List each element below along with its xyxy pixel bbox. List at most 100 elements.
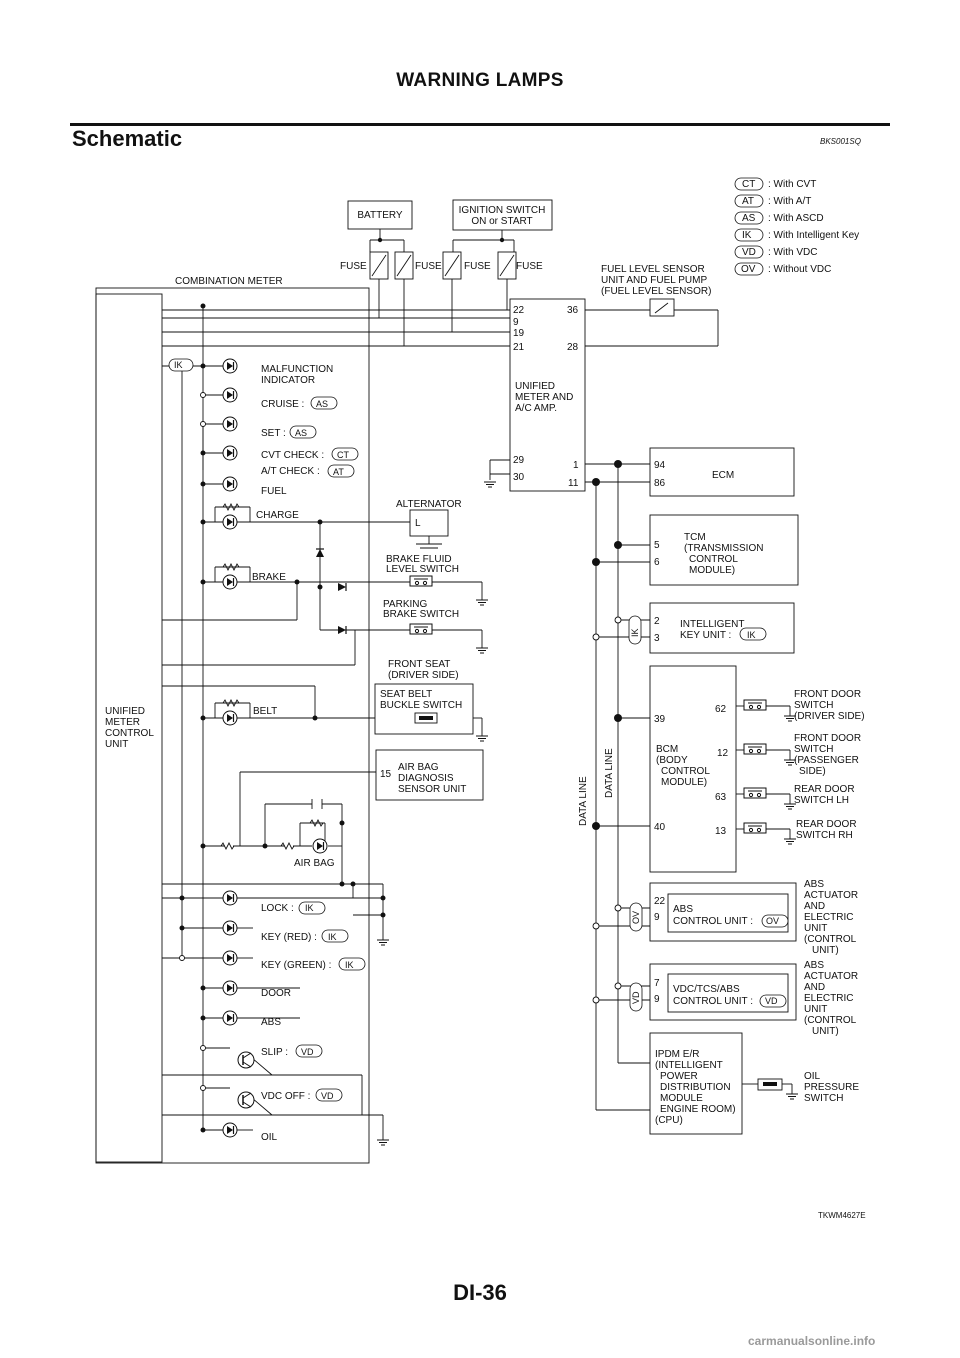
airbag-unit-label: DIAGNOSIS xyxy=(398,773,454,784)
fuel-sensor-label: UNIT AND FUEL PUMP xyxy=(601,275,707,286)
control-unit-label: UNIFIED xyxy=(105,706,145,717)
legend-code: CT xyxy=(742,179,755,190)
pin-label: 86 xyxy=(654,478,666,489)
ecm-label: ECM xyxy=(712,470,734,481)
header-rule xyxy=(70,123,890,126)
watermark: carmanualsonline.info xyxy=(748,1334,876,1348)
lamp-label: BELT xyxy=(253,706,277,717)
vdc-unit-label: VDC/TCS/ABS xyxy=(673,984,740,995)
figure-id: TKWM4627E xyxy=(818,1211,866,1220)
lamp-label: CRUISE : xyxy=(261,399,304,410)
pin-label: 12 xyxy=(717,748,729,759)
oil-switch-label: OIL xyxy=(804,1071,821,1082)
abs-actuator-label: UNIT) xyxy=(812,945,839,956)
data-line-label: DATA LINE xyxy=(604,748,615,798)
pin-label: 7 xyxy=(654,978,660,989)
bcm-label: BCM xyxy=(656,744,678,755)
tag-vd: VD xyxy=(765,996,778,1006)
lamp-label: BRAKE xyxy=(252,572,286,583)
oil-switch-label: PRESSURE xyxy=(804,1082,859,1093)
lamp-label: A/T CHECK : xyxy=(261,466,320,477)
pin-label: 40 xyxy=(654,822,666,833)
pin-label: 13 xyxy=(715,826,727,837)
tcm-label: MODULE) xyxy=(689,565,735,576)
tag-ov: OV xyxy=(766,916,779,926)
alternator-terminal: L xyxy=(415,518,421,529)
abs-actuator-label: UNIT xyxy=(804,1004,827,1015)
legend-text: : With VDC xyxy=(768,247,817,258)
abs-actuator-label: (CONTROL xyxy=(804,1015,857,1026)
lamp-label: KEY (GREEN) : xyxy=(261,960,331,971)
pin-label: 22 xyxy=(513,305,525,316)
tag-ov: OV xyxy=(631,911,641,924)
oil-switch-label: SWITCH xyxy=(804,1093,843,1104)
control-unit-label: CONTROL xyxy=(105,728,154,739)
parking-brake-label: PARKING xyxy=(383,599,427,610)
pin-label: 19 xyxy=(513,328,525,339)
fuse-label: FUSE xyxy=(464,261,491,272)
tag-vd: VD xyxy=(301,1047,314,1057)
legend-code: AS xyxy=(742,213,756,224)
pin-label: 63 xyxy=(715,792,727,803)
pin-label: 9 xyxy=(654,994,660,1005)
bcm-label: CONTROL xyxy=(661,766,710,777)
door-switch-label: REAR DOOR xyxy=(796,819,857,830)
pin-label: 29 xyxy=(513,455,525,466)
pin-label: 28 xyxy=(567,342,579,353)
section-code: BKS001SQ xyxy=(820,137,861,146)
brake-fluid-label: LEVEL SWITCH xyxy=(386,564,459,575)
bcm-label: (BODY xyxy=(656,755,688,766)
legend-code: AT xyxy=(742,196,754,207)
legend-code: OV xyxy=(741,264,756,275)
lamp-label: MALFUNCTION xyxy=(261,364,333,375)
tag-vd: VD xyxy=(631,991,641,1004)
combination-meter-label: COMBINATION METER xyxy=(175,276,283,287)
lamp-label: DOOR xyxy=(261,988,291,999)
amp-label: METER AND xyxy=(515,392,573,403)
lamp-label: ABS xyxy=(261,1017,281,1028)
tag-ik: IK xyxy=(630,628,640,637)
fuel-sensor-label: FUEL LEVEL SENSOR xyxy=(601,264,705,275)
door-switch-label: (DRIVER SIDE) xyxy=(794,711,865,722)
tag-ik: IK xyxy=(328,932,337,942)
abs-actuator-label: AND xyxy=(804,901,825,912)
page-header: WARNING LAMPS xyxy=(396,70,564,91)
legend-text: : With Intelligent Key xyxy=(768,230,859,241)
legend-text: : With CVT xyxy=(768,179,816,190)
pin-label: 2 xyxy=(654,616,660,627)
door-switch-label: SWITCH LH xyxy=(794,795,849,806)
abs-actuator-label: ACTUATOR xyxy=(804,971,858,982)
tag-at: AT xyxy=(333,467,344,477)
fuel-sensor-label: (FUEL LEVEL SENSOR) xyxy=(601,286,711,297)
lamp-label: CHARGE xyxy=(256,510,299,521)
bcm-label: MODULE) xyxy=(661,777,707,788)
legend-text: : With ASCD xyxy=(768,213,824,224)
pin-label: 11 xyxy=(568,478,579,489)
pin-label: 39 xyxy=(654,714,666,725)
door-switch-label: FRONT DOOR xyxy=(794,689,861,700)
legend-code: IK xyxy=(742,230,752,241)
vdc-unit-label: CONTROL UNIT : xyxy=(673,996,753,1007)
pin-label: 1 xyxy=(573,460,579,471)
pin-label: 62 xyxy=(715,704,727,715)
door-switch-label: SWITCH xyxy=(794,744,833,755)
tcm-label: CONTROL xyxy=(689,554,738,565)
ipdm-label: (INTELLIGENT xyxy=(655,1060,723,1071)
tcm-label: (TRANSMISSION xyxy=(684,543,763,554)
front-seat-label: (DRIVER SIDE) xyxy=(388,670,459,681)
ipdm-label: POWER xyxy=(660,1071,698,1082)
abs-unit-label: ABS xyxy=(673,904,693,915)
tag-ik: IK xyxy=(305,903,314,913)
abs-actuator-label: ACTUATOR xyxy=(804,890,858,901)
pin-label: 36 xyxy=(567,305,579,316)
lamp-label: INDICATOR xyxy=(261,375,315,386)
battery-label: BATTERY xyxy=(357,210,403,221)
pin-label: 9 xyxy=(513,317,519,328)
page-number: DI-36 xyxy=(453,1280,507,1305)
ik-unit-label: INTELLIGENT xyxy=(680,619,744,630)
door-switch-label: SWITCH xyxy=(794,700,833,711)
door-switch-label: FRONT DOOR xyxy=(794,733,861,744)
pin-label: 21 xyxy=(513,342,525,353)
pin-label: 5 xyxy=(654,540,660,551)
abs-actuator-label: UNIT) xyxy=(812,1026,839,1037)
